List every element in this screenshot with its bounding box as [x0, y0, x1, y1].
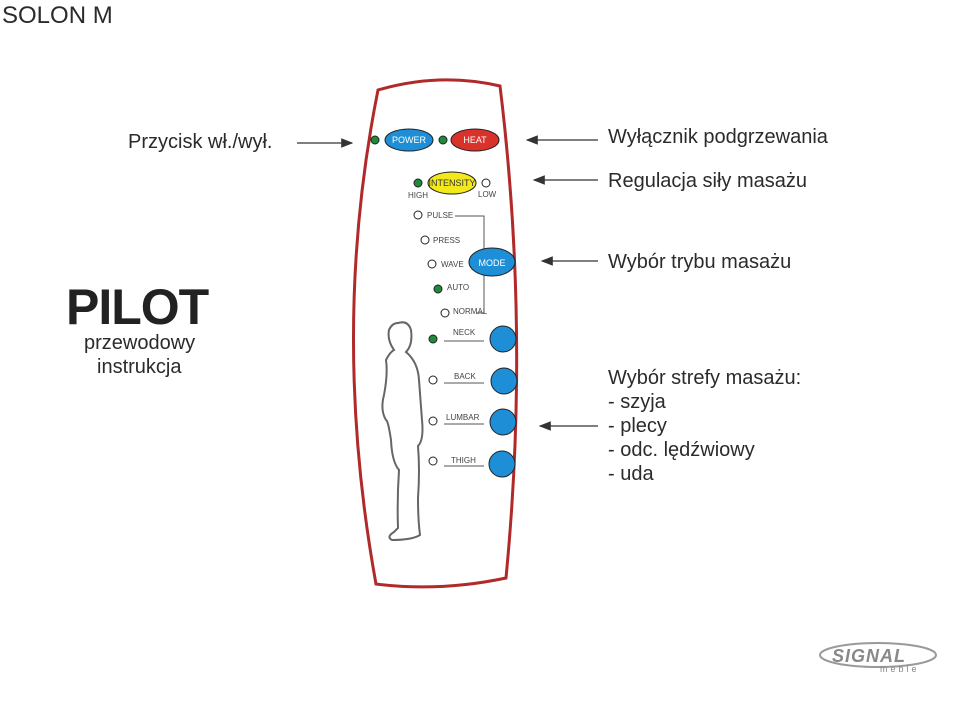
zone-led-neck: [428, 334, 438, 344]
intensity-button[interactable]: [427, 171, 477, 195]
zone-led-lumbar: [428, 416, 438, 426]
annotation-mode: Wybór trybu masażu: [608, 251, 792, 273]
intensity-low-label: LOW: [478, 190, 497, 199]
zone-item-back: - plecy: [608, 415, 667, 437]
intensity-high-label: HIGH: [408, 191, 428, 200]
power-led: [370, 135, 380, 145]
zone-item-neck: - szyja: [608, 391, 666, 413]
annotation-power: Przycisk wł./wył.: [128, 131, 273, 153]
logo-badge: [819, 642, 937, 668]
heat-led: [438, 135, 448, 145]
heat-button-label: HEAT: [463, 135, 487, 145]
mode-label-normal: NORMAL: [453, 307, 488, 316]
annotation-zones: Wybór strefy masażu: - szyja - plecy - o…: [608, 366, 801, 486]
page-title: SOLON M: [2, 2, 113, 29]
pilot-subtitle-wired: przewodowy: [84, 332, 196, 354]
zone-label-thigh: THIGH: [451, 456, 476, 465]
zone-button-neck[interactable]: [489, 325, 517, 353]
zone-button-back[interactable]: [490, 367, 518, 395]
pilot-title: PILOT: [66, 279, 209, 335]
mode-led-wave: [427, 259, 437, 269]
mode-label-auto: AUTO: [447, 283, 469, 292]
zone-item-thigh: - uda: [608, 463, 654, 485]
zone-led-thigh: [428, 456, 438, 466]
mode-label-press: PRESS: [433, 236, 460, 245]
mode-led-pulse: [413, 210, 423, 220]
mode-led-normal: [440, 308, 450, 318]
heat-button[interactable]: [450, 128, 500, 152]
pilot-subtitle-manual: instrukcja: [97, 356, 182, 378]
logo-sub: meble: [880, 664, 920, 674]
power-button[interactable]: [384, 128, 434, 152]
zone-item-lumbar: - odc. lędźwiowy: [608, 439, 755, 461]
logo-brand: SIGNAL: [832, 646, 907, 666]
zone-label-lumbar: LUMBAR: [446, 413, 480, 422]
annotation-intensity: Regulacja siły masażu: [608, 170, 807, 192]
zone-label-neck: NECK: [453, 328, 476, 337]
zone-label-back: BACK: [454, 372, 476, 381]
mode-label-wave: WAVE: [441, 260, 464, 269]
zones-title: Wybór strefy masażu:: [608, 367, 802, 389]
mode-led-press: [420, 235, 430, 245]
human-silhouette: [381, 321, 424, 542]
zone-button-lumbar[interactable]: [489, 408, 517, 436]
annotation-heat: Wyłącznik podgrzewania: [608, 126, 828, 148]
mode-led-auto: [433, 284, 443, 294]
zone-button-thigh[interactable]: [488, 450, 516, 478]
intensity-high-led: [413, 178, 423, 188]
power-button-label: POWER: [392, 135, 427, 145]
mode-label-pulse: PULSE: [427, 211, 453, 220]
intensity-low-led: [481, 178, 491, 188]
zone-led-back: [428, 375, 438, 385]
mode-button-label: MODE: [479, 258, 506, 268]
mode-button[interactable]: [468, 247, 516, 277]
intensity-button-label: INTENSITY: [428, 178, 475, 188]
